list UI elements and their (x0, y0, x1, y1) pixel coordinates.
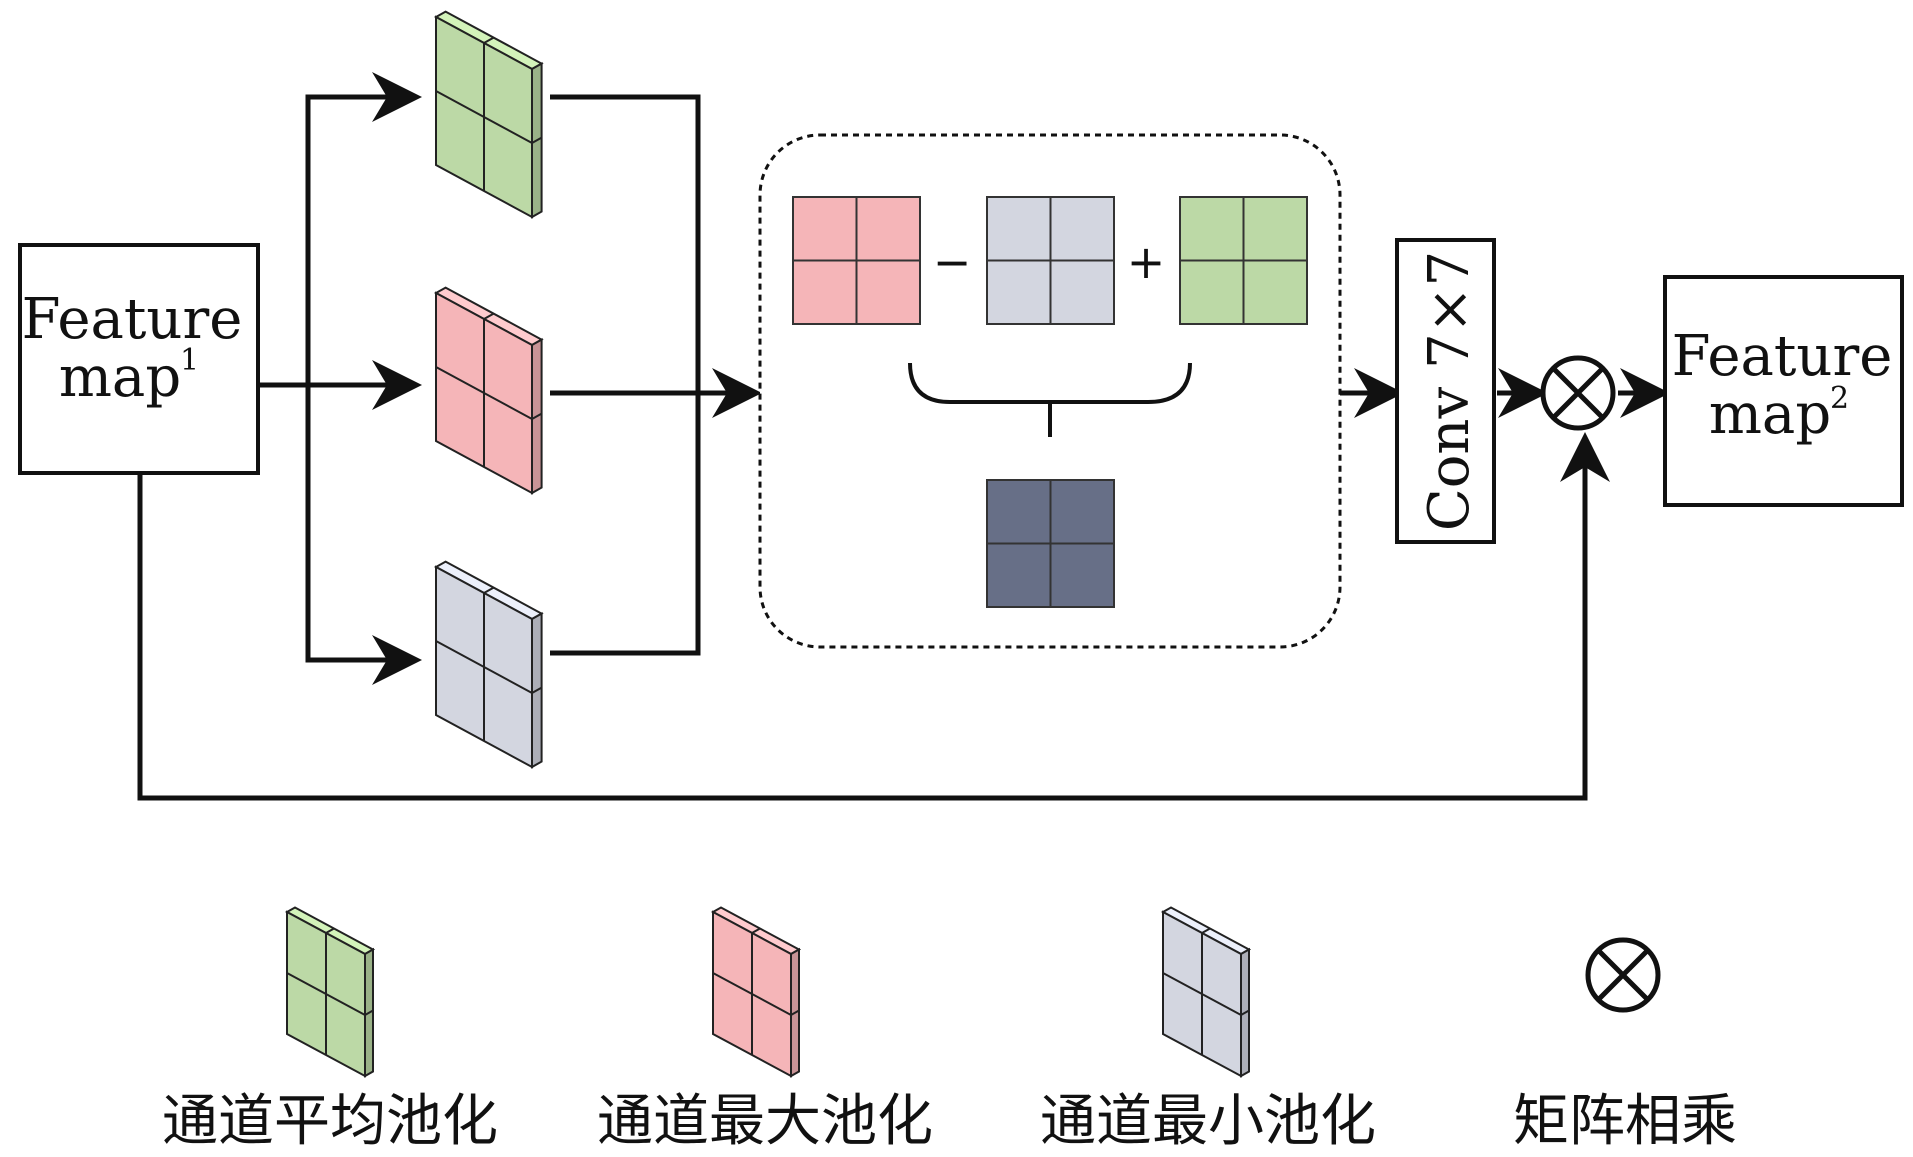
connectors (137, 72, 1670, 801)
avg-pool-map (433, 10, 544, 219)
legend-multiply-icon (1585, 937, 1661, 1013)
max-pool-map (433, 286, 544, 495)
legend-avg-pool-icon (284, 906, 376, 1078)
input-label-line1: Feature (22, 287, 243, 352)
input-feature-map: Feature map 1 (18, 243, 260, 475)
operation-block: − + (758, 133, 1342, 649)
legend-max-pool-icon (710, 906, 802, 1078)
input-to-min-pool-arrow (305, 385, 422, 685)
legend-avg-pool-label: 通道平均池化 (162, 1089, 498, 1154)
plus-operator: + (1127, 235, 1166, 289)
min-pool-grid (986, 196, 1115, 325)
minus-operator: − (933, 235, 972, 289)
max-pool-grid (792, 196, 921, 325)
legend-multiply-label: 矩阵相乘 (1513, 1089, 1737, 1154)
min-pool-map (433, 560, 544, 769)
input-to-avg-pool-arrow (305, 72, 422, 385)
output-label-line2: map (1709, 382, 1831, 447)
result-grid (986, 479, 1115, 608)
output-label-superscript: 2 (1830, 381, 1849, 416)
output-feature-map: Feature map 2 (1663, 275, 1904, 507)
legend-max-pool-label: 通道最大池化 (597, 1089, 933, 1154)
pool-merge-line (550, 94, 701, 656)
conv-label: Conv 7×7 (1417, 251, 1482, 531)
legend: 通道平均池化 通道最大池化 通道最小池化 矩阵相乘 (162, 906, 1737, 1154)
avg-pool-grid (1179, 196, 1308, 325)
input-label-line2: map (59, 345, 181, 410)
conv-block: Conv 7×7 (1395, 238, 1496, 544)
skip-connection-arrow (137, 432, 1610, 801)
legend-min-pool-icon (1160, 906, 1252, 1078)
circled-times-icon (1540, 355, 1616, 431)
legend-min-pool-label: 通道最小池化 (1040, 1089, 1376, 1154)
output-label-line1: Feature (1672, 324, 1893, 389)
input-label-superscript: 1 (180, 343, 199, 378)
